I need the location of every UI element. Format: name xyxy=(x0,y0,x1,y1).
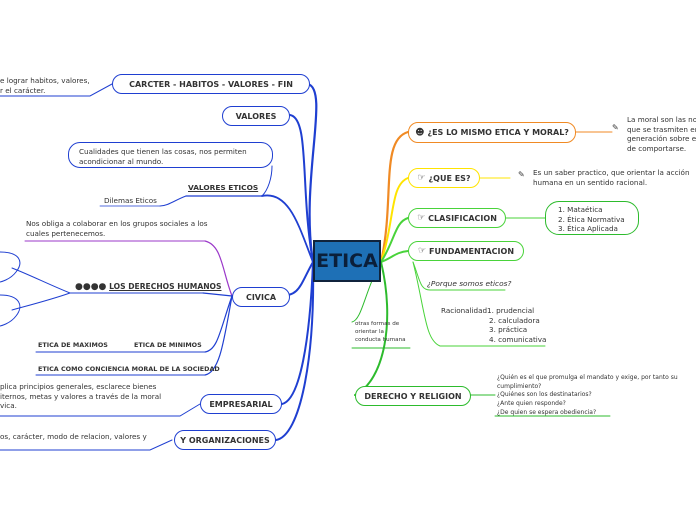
node-derechos-humanos[interactable]: ●●●● LOS DERECHOS HUMANOS xyxy=(75,282,222,292)
node-que-es[interactable]: ☞ ¿QUE ES? xyxy=(408,168,480,188)
node-carcter[interactable]: CARCTER - HABITOS - VALORES - FIN xyxy=(112,74,310,94)
node-fundamentacion[interactable]: ☞ FUNDAMENTACION xyxy=(408,241,524,261)
node-valores[interactable]: VALORES xyxy=(222,106,290,126)
node-es-lo-mismo[interactable]: ☻ ¿ES LO MISMO ETICA Y MORAL? xyxy=(408,122,576,143)
thinking-face-icon: ☻ xyxy=(415,127,425,138)
node-etica-maximos[interactable]: ETICA DE MAXIMOS xyxy=(38,341,108,349)
valores-note-bubble: Cualidades que tienen las cosas, nos per… xyxy=(68,142,273,168)
organizaciones-note: os, carácter, modo de relacion, valores … xyxy=(0,432,147,441)
node-clasificacion[interactable]: ☞ CLASIFICACION xyxy=(408,208,506,228)
pointing-hand-icon: ☞ xyxy=(417,246,427,256)
racionalidad-list: 1. prudencial 2. calculadora 3. práctica… xyxy=(487,306,547,345)
pointing-hand-icon: ☞ xyxy=(417,173,426,183)
node-organizaciones[interactable]: Y ORGANIZACIONES xyxy=(174,430,276,450)
pointing-hand-icon: ☞ xyxy=(417,213,426,223)
derecho-questions: ¿Quién es el que promulga el mandato y e… xyxy=(497,374,678,416)
node-valores-eticos[interactable]: VALORES ETICOS xyxy=(188,183,259,192)
node-empresarial[interactable]: EMPRESARIAL xyxy=(200,394,282,414)
central-topic[interactable]: ETICA xyxy=(313,240,381,282)
node-etica-minimos[interactable]: ETICA DE MINIMOS xyxy=(134,341,202,349)
moral-note-icon: ✎ xyxy=(612,123,619,132)
node-conciencia-moral[interactable]: ETICA COMO CONCIENCIA MORAL DE LA SOCIED… xyxy=(38,365,220,373)
racionalidad-label: Racionalidad xyxy=(441,306,488,315)
civica-note: Nos obliga a colaborar en los grupos soc… xyxy=(26,219,208,238)
node-civica[interactable]: CIVICA xyxy=(232,287,290,307)
que-es-note: Es un saber practico, que orientar la ac… xyxy=(533,168,690,187)
dilemas-eticos: Dilemas Eticos xyxy=(104,196,157,205)
people-icons: ●●●● xyxy=(75,282,107,292)
empresarial-note: plica principios generales, esclarece bi… xyxy=(0,382,162,411)
node-derecho-religion[interactable]: DERECHO Y RELIGION xyxy=(355,386,471,406)
que-es-note-icon: ✎ xyxy=(518,170,525,179)
porque-somos-eticos: ¿Porque somos eticos? xyxy=(427,279,512,288)
carcter-note: e lograr habitos, valores,r el carácter. xyxy=(0,76,90,95)
